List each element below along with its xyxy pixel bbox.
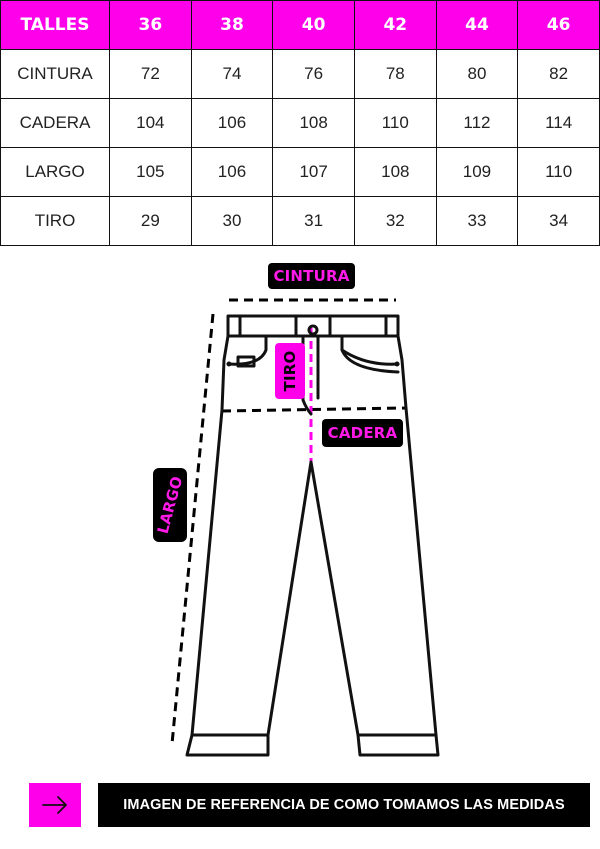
table-row: CINTURA 72 74 76 78 80 82 [0,49,600,99]
jeans-outline [185,314,440,757]
table-cell: 105 [109,147,192,197]
measurement-diagram: CINTURA CADERA TIRO LARGO [0,246,600,776]
cadera-guide-line [221,406,407,413]
reference-caption: IMAGEN DE REFERENCIA DE COMO TOMAMOS LAS… [98,783,590,827]
table-cell: 112 [435,98,519,148]
header-cell-size: 36 [109,0,192,50]
header-cell-size: 46 [517,0,600,50]
largo-guide-line [170,313,215,745]
header-cell-size: 42 [353,0,437,50]
table-cell: 106 [190,98,274,148]
table-cell: 31 [272,196,355,246]
header-cell-size: 38 [190,0,274,50]
tiro-tag: TIRO [275,343,305,399]
table-cell: 114 [517,98,600,148]
table-cell: 30 [190,196,274,246]
header-cell-size: 44 [435,0,519,50]
arrow-right-icon [29,783,81,827]
table-cell: 78 [353,49,437,99]
table-cell: 76 [272,49,355,99]
cintura-tag: CINTURA [268,263,355,289]
row-label: CINTURA [0,49,110,99]
largo-tag: LARGO [153,468,187,542]
table-cell: 29 [109,196,192,246]
size-table: TALLES 36 38 40 42 44 46 CINTURA 72 74 7… [0,0,600,246]
table-row: TIRO 29 30 31 32 33 34 [0,196,600,246]
table-cell: 80 [435,49,519,99]
table-cell: 107 [272,147,355,197]
header-cell-talles: TALLES [0,0,110,50]
table-cell: 82 [517,49,600,99]
row-label: LARGO [0,147,110,197]
table-header-row: TALLES 36 38 40 42 44 46 [0,0,600,50]
header-cell-size: 40 [272,0,355,50]
table-row: CADERA 104 106 108 110 112 114 [0,98,600,148]
table-cell: 106 [190,147,274,197]
row-label: CADERA [0,98,110,148]
table-cell: 72 [109,49,192,99]
cadera-tag: CADERA [322,419,403,447]
table-row: LARGO 105 106 107 108 109 110 [0,147,600,197]
table-cell: 32 [353,196,437,246]
table-cell: 34 [517,196,600,246]
table-cell: 108 [272,98,355,148]
tiro-tag-label: TIRO [281,350,299,392]
largo-tag-label: LARGO [153,474,187,536]
table-cell: 33 [435,196,519,246]
table-cell: 110 [353,98,437,148]
table-cell: 109 [435,147,519,197]
table-cell: 110 [517,147,600,197]
table-cell: 108 [353,147,437,197]
row-label: TIRO [0,196,110,246]
jeans-outline-icon [170,298,440,757]
table-cell: 104 [109,98,192,148]
table-cell: 74 [190,49,274,99]
